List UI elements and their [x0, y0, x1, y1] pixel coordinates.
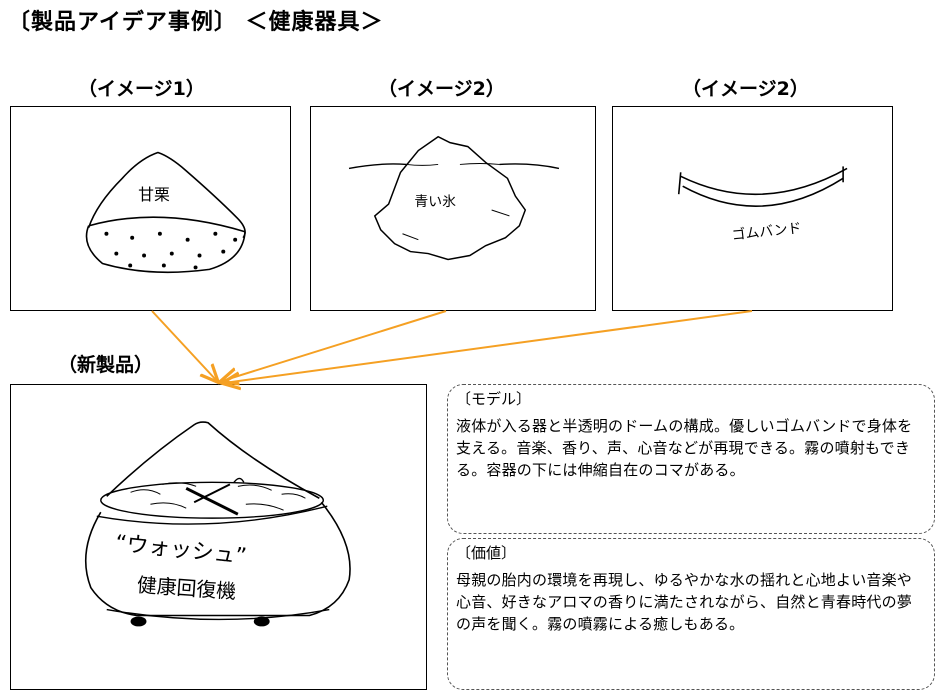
image-3-sketch-text: ゴムバンド	[731, 219, 802, 243]
arrow-from-image-1	[151, 310, 217, 381]
product-sketch-name: “ウォッシュ”	[114, 531, 248, 570]
image-3-label: （イメージ2）	[682, 78, 809, 100]
model-note: 〔モデル〕 液体が入る器と半透明のドームの構成。優しいゴムバンドで身体を支える。…	[447, 384, 935, 534]
value-note-body: 母親の胎内の環境を再現し、ゆるやかな水の揺れと心地よい音楽や心音、好きなアロマの…	[456, 571, 913, 633]
product-frame: “ウォッシュ” 健康回復機	[10, 384, 427, 690]
page-title: 〔製品アイデア事例〕 ＜健康器具＞	[8, 10, 384, 35]
ice-sketch: 青い氷	[348, 135, 560, 261]
image-1-sketch-text: 甘栗	[138, 185, 170, 204]
value-note: 〔価値〕 母親の胎内の環境を再現し、ゆるやかな水の揺れと心地よい音楽や心音、好き…	[447, 538, 935, 690]
value-note-heading: 〔価値〕	[456, 544, 517, 562]
image-2-label: （イメージ2）	[378, 78, 505, 100]
image-1-frame: 甘栗	[10, 106, 291, 311]
product-sketch-sub: 健康回復機	[136, 574, 237, 604]
arrow-from-image-2	[222, 310, 447, 381]
product-sketch: “ウォッシュ” 健康回復機	[84, 421, 351, 627]
arrow-from-image-3	[224, 310, 753, 383]
image-3-frame: ゴムバンド	[612, 106, 893, 311]
product-label: （新製品）	[58, 354, 154, 376]
rubber-band-sketch: ゴムバンド	[677, 166, 848, 244]
image-2-frame: 青い氷	[310, 106, 596, 311]
image-2-sketch-text: 青い氷	[414, 194, 456, 210]
image-1-label: （イメージ1）	[78, 78, 205, 100]
model-note-heading: 〔モデル〕	[456, 390, 532, 408]
chestnut-sketch: 甘栗	[85, 151, 246, 274]
model-note-body: 液体が入る器と半透明のドームの構成。優しいゴムバンドで身体を支える。音楽、香り、…	[456, 417, 913, 479]
